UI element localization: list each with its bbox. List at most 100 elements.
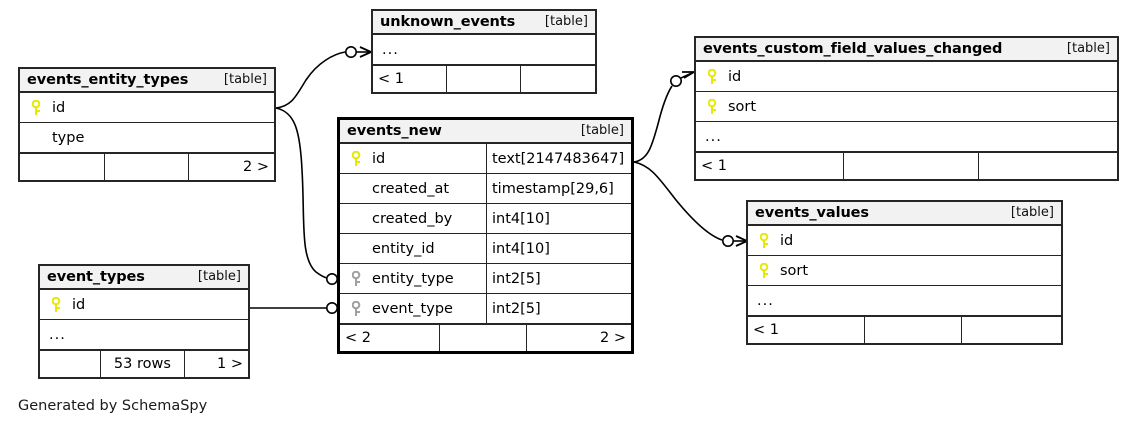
column-cell: entity_id — [340, 234, 486, 263]
column-type: timestamp[29,6] — [486, 174, 631, 203]
footer-left: < 2 — [345, 330, 371, 346]
footer-center — [103, 154, 188, 180]
column-name: ... — [49, 326, 66, 343]
column-name: created_by — [372, 210, 453, 227]
primary-key-icon — [702, 68, 724, 85]
table-row[interactable]: created_by int4[10] — [340, 204, 631, 234]
table-row[interactable]: sort — [696, 92, 1117, 122]
column-cell: created_at — [340, 174, 486, 203]
footer-left: < 1 — [753, 322, 779, 338]
primary-key-icon — [754, 262, 776, 279]
footer-right — [978, 153, 1117, 179]
column-type: int2[5] — [486, 264, 631, 293]
table-row[interactable]: ... — [696, 122, 1117, 152]
table-title: unknown_events — [380, 13, 516, 30]
table-type-tag: [table] — [223, 72, 267, 87]
table-row[interactable]: id — [20, 93, 274, 123]
table-footer: < 1 — [696, 152, 1117, 179]
column-name: sort — [780, 262, 809, 279]
table-header: event_types [table] — [40, 266, 248, 290]
table-row[interactable]: ... — [40, 320, 248, 350]
footer-left: < 1 — [378, 71, 404, 87]
table-header: events_values [table] — [748, 202, 1061, 226]
column-name: type — [52, 129, 85, 146]
table-row[interactable]: id — [748, 226, 1061, 256]
primary-key-icon — [702, 98, 724, 115]
table-events-new[interactable]: events_new [table] id text[2147483647] c… — [337, 117, 634, 354]
table-header: events_new [table] — [340, 120, 631, 144]
column-name: id — [728, 68, 742, 85]
footer-right — [519, 66, 595, 92]
table-type-tag: [table] — [1066, 41, 1110, 56]
column-name: event_type — [372, 300, 453, 317]
footer-left: < 1 — [701, 158, 727, 174]
column-cell: ... — [40, 320, 248, 349]
footer-right: 2 > — [187, 154, 274, 180]
column-type: int4[10] — [486, 204, 631, 233]
table-footer: 53 rows 1 > — [40, 350, 248, 377]
footer-center — [446, 66, 519, 92]
column-name: created_at — [372, 180, 450, 197]
table-title: event_types — [47, 268, 145, 285]
table-row[interactable]: id — [696, 62, 1117, 92]
column-name: id — [72, 296, 86, 313]
column-cell: id — [20, 93, 274, 122]
primary-key-icon — [754, 232, 776, 249]
column-type: int4[10] — [486, 234, 631, 263]
footer-center — [843, 153, 978, 179]
generator-credit: Generated by SchemaSpy — [18, 398, 208, 414]
table-title: events_entity_types — [27, 71, 189, 88]
table-footer: < 1 — [373, 65, 595, 92]
column-cell: sort — [696, 92, 1117, 121]
foreign-key-icon — [346, 270, 368, 287]
table-row[interactable]: sort — [748, 256, 1061, 286]
column-cell: id — [340, 144, 486, 173]
column-cell: sort — [748, 256, 1061, 285]
table-unknown-events[interactable]: unknown_events [table] ... < 1 — [371, 9, 597, 94]
column-cell: ... — [748, 286, 1061, 315]
footer-right: 1 > — [183, 351, 248, 377]
table-title: events_values — [755, 204, 869, 221]
column-type: int2[5] — [486, 294, 631, 323]
column-name: id — [52, 99, 66, 116]
footer-right — [960, 317, 1061, 343]
table-row[interactable]: created_at timestamp[29,6] — [340, 174, 631, 204]
footer-left — [20, 154, 104, 180]
primary-key-icon — [46, 296, 68, 313]
column-cell: ... — [696, 122, 1117, 151]
table-row[interactable]: entity_type int2[5] — [340, 264, 631, 294]
table-events-custom-field-values-changed[interactable]: events_custom_field_values_changed [tabl… — [694, 36, 1119, 181]
table-row[interactable]: ... — [373, 35, 595, 65]
table-title: events_custom_field_values_changed — [703, 40, 1003, 57]
table-events-values[interactable]: events_values [table] id sort ... — [746, 200, 1063, 345]
table-row[interactable]: type — [20, 123, 274, 153]
footer-center — [438, 325, 526, 351]
column-name: entity_id — [372, 240, 435, 257]
footer-center: 53 rows — [100, 351, 183, 377]
table-row[interactable]: id text[2147483647] — [340, 144, 631, 174]
table-row[interactable]: entity_id int4[10] — [340, 234, 631, 264]
column-name: entity_type — [372, 270, 454, 287]
table-events-entity-types[interactable]: events_entity_types [table] id type 2 > — [18, 67, 276, 182]
table-row[interactable]: id — [40, 290, 248, 320]
table-type-tag: [table] — [580, 123, 624, 138]
table-event-types[interactable]: event_types [table] id ... 53 rows 1 > — [38, 264, 250, 379]
table-type-tag: [table] — [197, 269, 241, 284]
column-name: ... — [382, 41, 399, 58]
column-cell: entity_type — [340, 264, 486, 293]
column-name: ... — [757, 292, 774, 309]
column-cell: type — [20, 123, 274, 152]
table-row[interactable]: ... — [748, 286, 1061, 316]
column-name: id — [780, 232, 794, 249]
table-type-tag: [table] — [544, 14, 588, 29]
table-header: unknown_events [table] — [373, 11, 595, 35]
table-footer: < 2 2 > — [340, 324, 631, 351]
column-name: sort — [728, 98, 757, 115]
table-header: events_custom_field_values_changed [tabl… — [696, 38, 1117, 62]
table-footer: 2 > — [20, 153, 274, 180]
table-row[interactable]: event_type int2[5] — [340, 294, 631, 324]
column-name: id — [372, 150, 386, 167]
footer-right: 2 > — [526, 325, 631, 351]
edge-events-new-to-custom-field-values-changed — [633, 71, 695, 163]
